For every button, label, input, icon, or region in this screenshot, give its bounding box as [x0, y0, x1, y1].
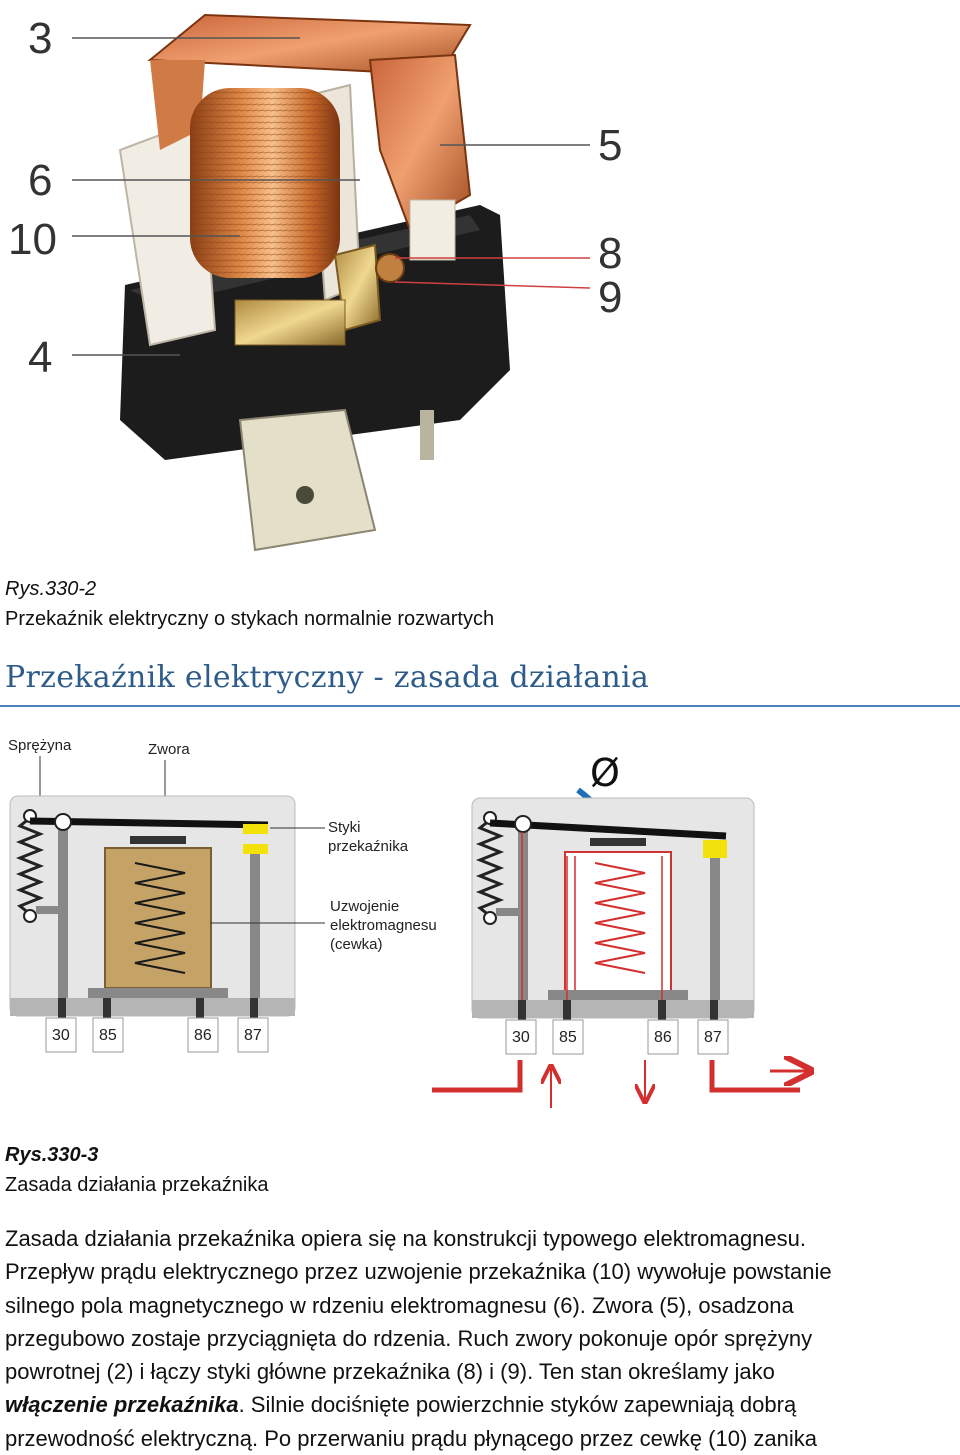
- body-line: przewodność elektryczną. Po przerwaniu p…: [5, 1425, 817, 1451]
- body-paragraph: Zasada działania przekaźnika opiera się …: [5, 1222, 960, 1455]
- terminal-87: 87: [244, 1027, 262, 1044]
- label-coil-1: Uzwojenie: [330, 898, 399, 915]
- body-line: włączenie przekaźnika. Silnie dociśnięte…: [5, 1392, 797, 1418]
- terminal-87: 87: [704, 1029, 722, 1046]
- label-armature: Zwora: [148, 741, 190, 758]
- callout-10: 10: [8, 215, 57, 264]
- relay-on-state: 30 85 86 87: [471, 797, 755, 1055]
- label-spring: Sprężyna: [8, 737, 72, 754]
- figure2-caption: Zasada działania przekaźnika: [5, 1174, 269, 1196]
- terminal-86: 86: [194, 1027, 212, 1044]
- callout-6: 6: [28, 156, 52, 205]
- heading-rule: [0, 705, 960, 707]
- body-line: Przepływ prądu elektrycznego przez uzwoj…: [5, 1259, 832, 1285]
- callout-5: 5: [598, 121, 622, 170]
- callout-4: 4: [28, 333, 52, 382]
- callout-3: 3: [28, 14, 52, 63]
- label-contacts-2: przekaźnika: [328, 838, 409, 855]
- relay-off-state: 30 85 86 87: [9, 795, 296, 1053]
- terminal-30: 30: [512, 1029, 530, 1046]
- figure1-number: Rys.330-2: [5, 578, 97, 600]
- no-current-symbol: Ø: [590, 751, 620, 795]
- figure1-caption: Przekaźnik elektryczny o stykach normaln…: [5, 608, 495, 630]
- body-line: Zasada działania przekaźnika opiera się …: [5, 1226, 807, 1251]
- label-coil-3: (cewka): [330, 936, 383, 953]
- section-heading: Przekaźnik elektryczny - zasada działani…: [5, 660, 650, 695]
- terminal-85: 85: [99, 1027, 117, 1044]
- body-line: silnego pola magnetycznego w rdzeniu ele…: [5, 1292, 794, 1318]
- terminal-86: 86: [654, 1029, 672, 1046]
- terminal-85: 85: [559, 1029, 577, 1046]
- relay-photo: 3 6 10 4 5 8 9: [8, 13, 622, 552]
- callout-8: 8: [598, 229, 622, 278]
- emphasis-term: włączenie przekaźnika: [5, 1392, 239, 1418]
- body-line: powrotnej (2) i łączy styki główne przek…: [5, 1359, 775, 1385]
- figure2-number: Rys.330-3: [5, 1144, 99, 1166]
- relay-diagram: Sprężyna Zwora 30 85: [8, 737, 960, 1108]
- terminal-30: 30: [52, 1027, 70, 1044]
- label-coil-2: elektromagnesu: [330, 917, 437, 934]
- body-line: przegubowo zostaje przyciągnięta do rdze…: [5, 1325, 813, 1351]
- label-contacts-1: Styki: [328, 819, 361, 836]
- callout-9: 9: [598, 273, 622, 322]
